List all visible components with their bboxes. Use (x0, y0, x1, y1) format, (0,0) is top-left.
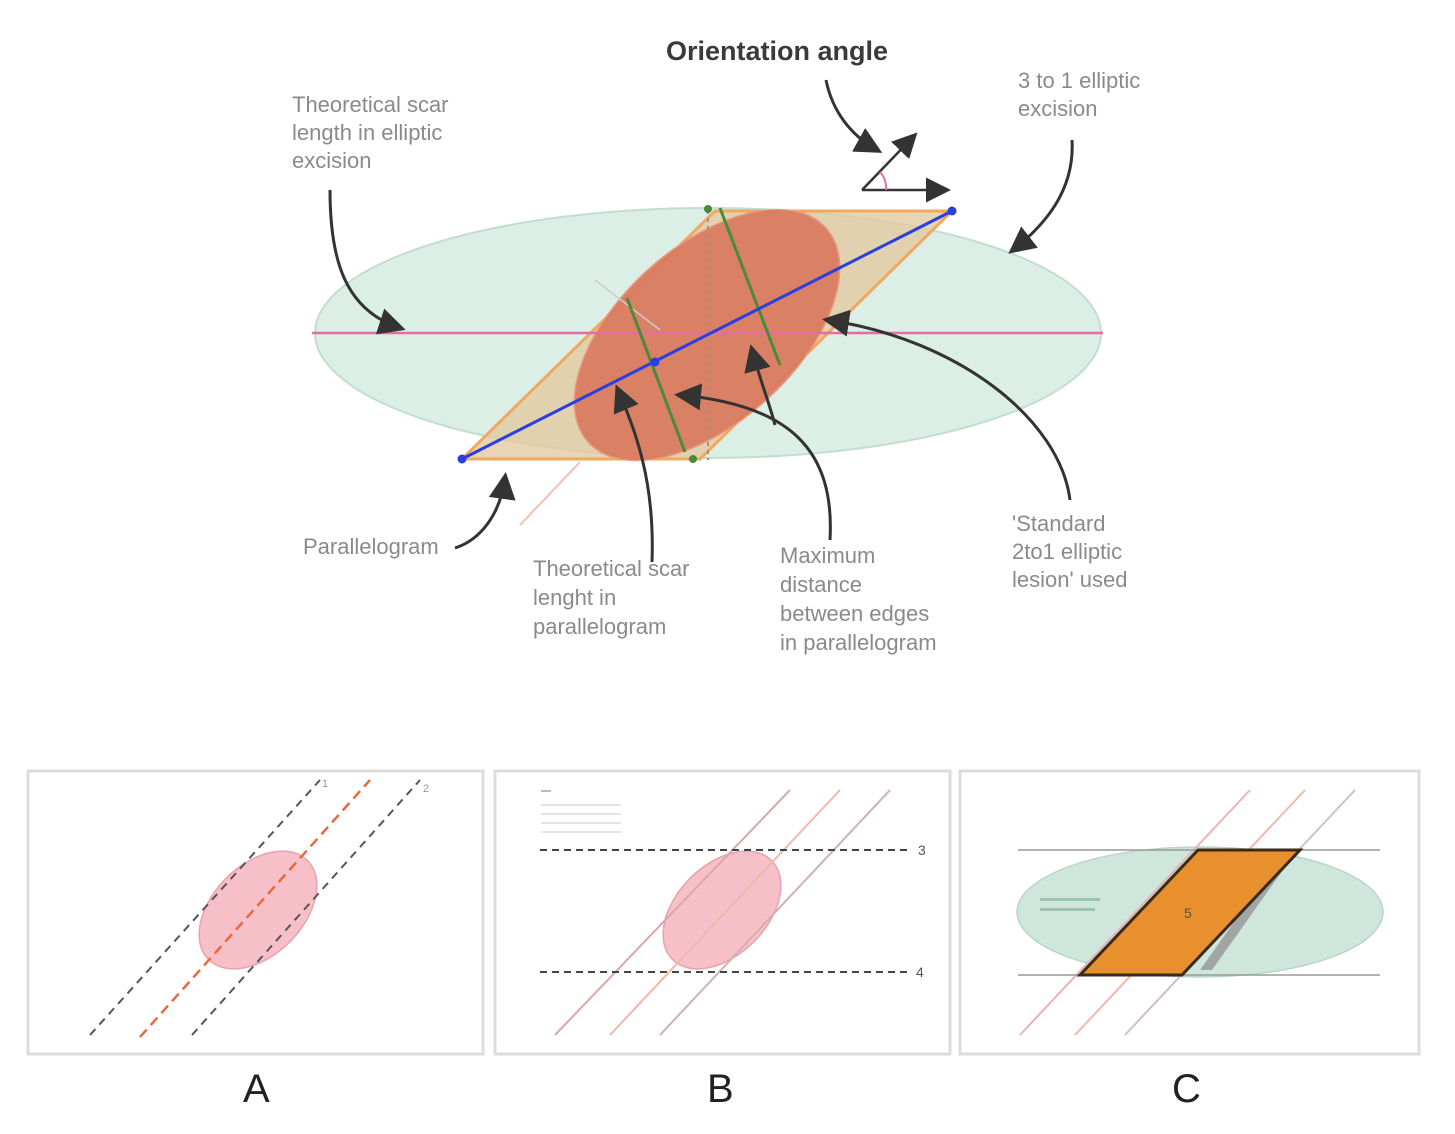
parallelogram-scar-line (461, 209, 953, 461)
panel-b-diag-line-2 (609, 789, 841, 1036)
panel-b-line-label-3: 3 (918, 842, 926, 858)
label-parallelogram: Parallelogram (303, 534, 439, 559)
arrow-to-max-distance-left (674, 383, 832, 541)
panel-a-line-2 (191, 779, 421, 1036)
orientation-angle-title: Orientation angle (666, 36, 888, 66)
panel-b-legend (541, 790, 621, 833)
panel-a-line-1 (89, 779, 321, 1036)
arrow-to-elliptic-scar-line (328, 189, 406, 335)
panel-a: 1 2 A (26, 769, 485, 1111)
panel-a-line-label-2: 2 (423, 783, 429, 795)
panel-a-letter: A (243, 1067, 270, 1111)
panel-b-diag-line-3 (659, 789, 891, 1036)
arrow-to-parallelogram-scar (613, 384, 654, 563)
panel-a-center-line (139, 779, 371, 1038)
main-diagram: Orientation angle Theoretical scar lengt… (292, 36, 1146, 655)
label-elliptic-excision: 3 to 1 elliptic excision (1018, 68, 1146, 121)
faint-orange-line (519, 461, 581, 526)
orientation-angle-glyph (861, 132, 951, 203)
label-elliptic-scar-length: Theoretical scar length in elliptic exci… (292, 92, 455, 173)
panel-b-letter: B (707, 1067, 734, 1111)
edge-line-left (625, 297, 687, 453)
panel-c-parallelogram (1076, 848, 1304, 977)
panel-c: 5 C (958, 769, 1421, 1111)
panel-c-center-label: 5 (1184, 905, 1192, 921)
edge-line-right (718, 207, 782, 366)
panel-b-diag-line-1 (554, 789, 791, 1036)
label-max-distance: Maximum distance between edges in parall… (780, 543, 937, 655)
arrow-to-standard-lesion (822, 309, 1072, 501)
label-standard-lesion: 'Standard 2to1 elliptic lesion' used (1012, 511, 1128, 592)
edge-point (689, 455, 697, 463)
arrow-to-max-distance-right (744, 344, 777, 426)
arrow-to-elliptic-excision (1008, 139, 1074, 254)
scar-endpoint (457, 454, 467, 464)
arrow-to-parallelogram (454, 472, 516, 550)
panel-c-legend (1040, 898, 1100, 911)
panel-b: 3 4 B (493, 769, 952, 1111)
edge-point (704, 205, 712, 213)
arrow-to-orientation-angle (824, 79, 883, 153)
panel-c-diag-line-1 (1019, 789, 1251, 1036)
panel-c-shadow-strip (1200, 860, 1290, 970)
panel-c-letter: C (1172, 1067, 1201, 1111)
scar-endpoint (947, 206, 957, 216)
faint-guide-line (594, 279, 661, 331)
panel-b-line-label-4: 4 (916, 964, 924, 980)
panel-a-line-label-1: 1 (322, 778, 328, 790)
label-parallelogram-scar-length: Theoretical scar lenght in parallelogram (533, 556, 696, 639)
scar-midpoint (650, 357, 660, 367)
panel-b-lesion (662, 850, 782, 970)
